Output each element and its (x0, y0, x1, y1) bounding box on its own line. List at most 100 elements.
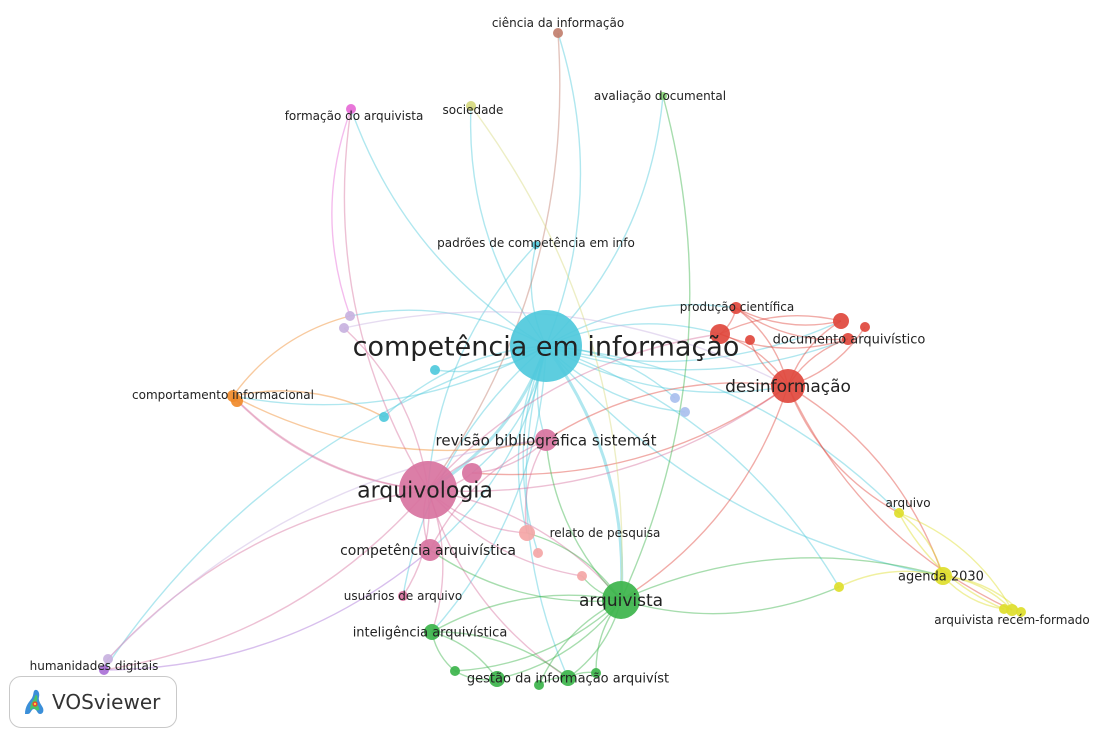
edge-desinformacao--n-pink-2 (471, 385, 789, 476)
node-usuarios-de-arquivo[interactable] (398, 591, 408, 601)
node-arquivo[interactable] (894, 508, 904, 518)
edge-arquivologia--formacao-do-arquivista (343, 108, 429, 491)
edge-arquivologia--n-purple-2 (107, 489, 429, 660)
node-agenda-2030[interactable] (934, 567, 952, 585)
edge-arquivologia--n-orange-2 (236, 400, 429, 491)
edge-competencia-em-informacao--documento-arquivistico (545, 338, 849, 371)
edge-arquivo--n-yellow-3 (898, 512, 1005, 610)
edge-arquivologia--desinformacao (427, 385, 789, 492)
edge-competencia-em-informacao--agenda-2030 (545, 345, 944, 577)
node-inteligencia-arquivistica[interactable] (424, 624, 440, 640)
node-label-gestao-da-informacao[interactable]: gestão da informação arquivíst (467, 672, 669, 687)
node-formacao-do-arquivista[interactable] (346, 104, 356, 114)
node-label-usuarios-de-arquivo[interactable]: usuários de arquivo (344, 589, 462, 603)
node-label-competencia-arquivistica[interactable]: competência arquivística (340, 543, 516, 559)
node-label-comportamento-informacional[interactable]: comportamento informacional (132, 388, 314, 402)
node-padroes-de-competencia[interactable] (532, 241, 540, 249)
node-n-cyan-3[interactable] (379, 412, 389, 422)
edge-comportamento-informacional--revisao-bibliografica (232, 395, 547, 452)
node-label-documento-arquivistico[interactable]: documento arquivístico (773, 333, 926, 348)
node-n-salmon-2[interactable] (533, 548, 543, 558)
node-label-producao-cientifica[interactable]: produção científica (680, 300, 794, 314)
node-n-red-2[interactable] (710, 324, 730, 344)
node-arquivista[interactable] (602, 581, 640, 619)
node-n-green-2[interactable] (450, 666, 460, 676)
node-label-arquivologia[interactable]: arquivologia (357, 479, 493, 504)
node-n-yellow-2[interactable] (834, 582, 844, 592)
edge-agenda-2030--n-yellow-2 (838, 570, 944, 588)
node-n-cyan-2[interactable] (430, 365, 440, 375)
node-ciencia-da-informacao[interactable] (553, 28, 563, 38)
edge-competencia-em-informacao--n-yellow-2 (545, 345, 840, 588)
node-n-purple-2[interactable] (103, 654, 113, 664)
node-label-agenda-2030[interactable]: agenda 2030 (898, 570, 984, 585)
node-label-ciencia-da-informacao[interactable]: ciência da informação (492, 16, 624, 30)
edge-inteligencia-arquivistica--n-green-4 (431, 631, 498, 680)
node-label-formacao-do-arquivista[interactable]: formação do arquivista (285, 109, 424, 123)
edge-arquivista--n-yellow-2 (620, 586, 840, 615)
edge-sociedade--arquivista (470, 105, 623, 601)
node-sociedade[interactable] (466, 101, 476, 111)
node-label-sociedade[interactable]: sociedade (443, 103, 504, 117)
node-avaliacao-documental[interactable] (659, 92, 667, 100)
node-competencia-em-informacao[interactable] (510, 310, 582, 382)
node-n-pink-2[interactable] (462, 463, 482, 483)
node-n-peri-2[interactable] (680, 407, 690, 417)
node-documento-arquivistico[interactable] (842, 333, 854, 345)
node-revisao-bibliografica[interactable] (535, 429, 557, 451)
node-n-green-3[interactable] (534, 680, 544, 690)
node-gestao-da-informacao[interactable] (560, 670, 576, 686)
vosviewer-label: VOSviewer (52, 690, 161, 714)
node-n-yellow-4[interactable] (1016, 607, 1026, 617)
node-n-red-4[interactable] (860, 322, 870, 332)
node-n-yellow-3[interactable] (999, 604, 1009, 614)
node-n-orange-2[interactable] (231, 395, 243, 407)
edge-n-red-2--documento-arquivistico (719, 333, 849, 349)
edge-padroes-de-competencia--arquivologia (427, 244, 537, 491)
node-arquivologia[interactable] (399, 461, 457, 519)
node-producao-cientifica[interactable] (730, 302, 742, 314)
node-label-desinformacao[interactable]: desinformação (725, 377, 851, 397)
node-competencia-arquivistica[interactable] (419, 539, 441, 561)
node-n-salmon-3[interactable] (577, 571, 587, 581)
edge-n-lilac-2--desinformacao (343, 311, 789, 387)
edge-competencia-em-informacao--humanidades-digitais (103, 345, 547, 671)
edge-producao-cientifica--n-red-3 (735, 307, 842, 326)
edge-n-purple-2--revisao-bibliografica (107, 439, 547, 660)
edge-humanidades-digitais--competencia-arquivistica (103, 549, 431, 671)
node-label-humanidades-digitais[interactable]: humanidades digitais (30, 659, 159, 673)
edge-competencia-em-informacao--gestao-da-informacao (525, 345, 569, 679)
node-n-peri-1[interactable] (670, 393, 680, 403)
node-humanidades-digitais[interactable] (99, 665, 109, 675)
edge-arquivista--n-green-4 (496, 599, 622, 680)
node-relato-de-pesquisa[interactable] (519, 525, 535, 541)
node-arquivista-recem-formado[interactable] (1006, 604, 1018, 616)
node-label-relato-de-pesquisa[interactable]: relato de pesquisa (550, 526, 661, 540)
edge-competencia-em-informacao--inteligencia-arquivistica (431, 345, 547, 633)
node-n-green-5[interactable] (591, 668, 601, 678)
edge-arquivista--agenda-2030 (620, 557, 944, 601)
node-n-red-3[interactable] (833, 313, 849, 329)
edge-competencia-em-informacao--usuarios-de-arquivo (402, 345, 547, 597)
edge-arquivo--arquivista-recem-formado (898, 512, 1013, 611)
node-n-green-4[interactable] (489, 671, 505, 687)
node-label-competencia-em-informacao[interactable]: competência em informação (353, 331, 740, 362)
node-label-revisao-bibliografica[interactable]: revisão bibliográfica sistemát (436, 431, 657, 449)
edge-competencia-em-informacao--formacao-do-arquivista (350, 108, 547, 347)
node-n-lilac-2[interactable] (339, 323, 349, 333)
node-n-lilac-1[interactable] (345, 311, 355, 321)
vosviewer-badge[interactable]: VOSviewer (9, 676, 177, 728)
edge-arquivista--revisao-bibliografica (545, 439, 622, 601)
node-label-arquivo[interactable]: arquivo (885, 496, 930, 510)
node-label-inteligencia-arquivistica[interactable]: inteligência arquivística (353, 626, 508, 641)
node-desinformacao[interactable] (771, 369, 805, 403)
node-n-red-5[interactable] (745, 335, 755, 345)
node-label-avaliacao-documental[interactable]: avaliação documental (594, 89, 726, 103)
node-label-padroes-de-competencia[interactable]: padrões de competência em info (437, 236, 635, 250)
node-label-arquivista-recem-formado[interactable]: arquivista recém-formado (934, 613, 1090, 627)
node-layer (99, 28, 1026, 690)
edge-layer (103, 32, 1022, 686)
edge-arquivologia--arquivista (427, 489, 622, 601)
node-label-arquivista[interactable]: arquivista (579, 591, 663, 611)
